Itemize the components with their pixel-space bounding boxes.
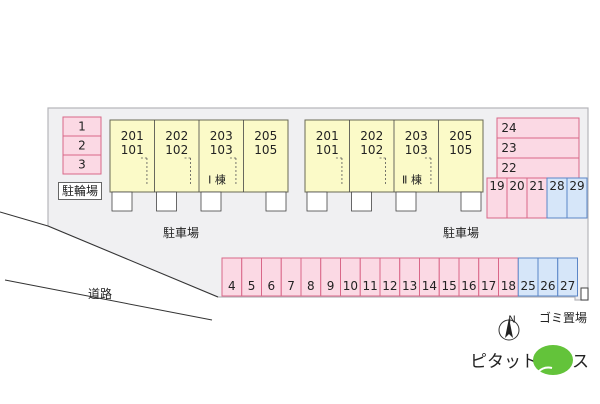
unit-lower-number: 102: [165, 143, 188, 157]
parking-slot-26-number: 26: [540, 279, 555, 293]
unit-upper-number: 201: [316, 129, 339, 143]
porch-step: [265, 191, 287, 212]
parking-slot-7-number: 7: [287, 279, 295, 293]
parking-label-right: 駐車場: [443, 226, 480, 240]
building-1-name: I 棟: [208, 173, 226, 187]
parking-slot-13-number: 13: [402, 279, 417, 293]
road-label: 道路: [88, 287, 113, 301]
parking-slot-21-number: 21: [529, 179, 544, 193]
leaf-logo-icon: [533, 345, 573, 375]
compass-needle: [505, 318, 513, 338]
road-edge-bottom: [4, 279, 213, 321]
unit-lower-number: 101: [121, 143, 144, 157]
interior-dashed-line: [335, 157, 343, 186]
compass-letter: N: [508, 315, 515, 326]
porch-step: [156, 191, 177, 212]
building-2: [304, 119, 484, 212]
unit-lower-number: 105: [254, 143, 277, 157]
garbage-area-label: ゴミ置場: [539, 311, 588, 325]
unit-lower-number: 101: [316, 143, 339, 157]
parking-slot-8-number: 8: [307, 279, 315, 293]
unit-lower-number: 105: [449, 143, 472, 157]
unit-upper-number: 202: [360, 129, 383, 143]
parking-slot-23-number: 23: [501, 141, 516, 155]
parking-slot-27-number: 27: [560, 279, 575, 293]
porch-step: [111, 191, 133, 212]
unit-lower-number: 103: [210, 143, 233, 157]
unit-lower-number: 103: [405, 143, 428, 157]
interior-dashed-line: [424, 157, 432, 186]
unit-upper-number: 203: [210, 129, 233, 143]
bicycle-slot-3-number: 3: [78, 158, 86, 172]
parking-slot-15-number: 15: [441, 279, 456, 293]
bicycle-slot-3-box: [62, 154, 102, 175]
unit-upper-number: 203: [405, 129, 428, 143]
parking-label-left: 駐車場: [163, 226, 200, 240]
building-2-name: Ⅱ 棟: [402, 173, 422, 187]
unit-upper-number: 205: [254, 129, 277, 143]
parking-slot-19-number: 19: [489, 179, 504, 193]
unit-upper-number: 205: [449, 129, 472, 143]
parking-slot-12-number: 12: [382, 279, 397, 293]
porch-step: [460, 191, 482, 212]
parking-slot-22-number: 22: [501, 161, 516, 175]
interior-dashed-line: [229, 157, 237, 186]
road-edge-top: [0, 211, 49, 227]
interior-dashed-line: [140, 157, 148, 186]
parking-slot-24-number: 24: [501, 121, 516, 135]
road-edge-lot: [47, 225, 219, 298]
parking-slot-29-number: 29: [569, 179, 584, 193]
porch-step: [351, 191, 372, 212]
leaf-logo-stem: [537, 366, 553, 373]
unit-upper-number: 201: [121, 129, 144, 143]
parking-slot-25-number: 25: [520, 279, 535, 293]
parking-slot-17-number: 17: [481, 279, 496, 293]
parking-slot-11-number: 11: [362, 279, 377, 293]
bicycle-slot-2-number: 2: [78, 139, 86, 153]
building-1: [109, 119, 289, 212]
porch-step: [200, 191, 222, 212]
bicycle-parking-label: 駐輪場: [58, 182, 103, 200]
parking-slot-29-box: [566, 177, 588, 219]
parking-slot-14-number: 14: [422, 279, 437, 293]
parking-slot-27-box: [557, 257, 578, 297]
parking-slot-18-number: 18: [501, 279, 516, 293]
parking-slot-28-number: 28: [549, 179, 564, 193]
parking-slot-20-number: 20: [509, 179, 524, 193]
unit-lower-number: 102: [360, 143, 383, 157]
bicycle-slot-1-number: 1: [78, 120, 86, 134]
interior-dashed-line: [184, 157, 191, 186]
unit-upper-number: 202: [165, 129, 188, 143]
parking-slot-5-number: 5: [248, 279, 256, 293]
parking-slot-6-number: 6: [268, 279, 276, 293]
interior-dashed-line: [379, 157, 386, 186]
compass-icon: [498, 318, 520, 341]
parking-slot-16-number: 16: [461, 279, 476, 293]
parking-slot-4-number: 4: [228, 279, 236, 293]
porch-step: [306, 191, 328, 212]
porch-step: [395, 191, 417, 212]
garbage-box: [580, 287, 589, 301]
parking-slot-9-number: 9: [327, 279, 335, 293]
parking-slot-10-number: 10: [343, 279, 358, 293]
